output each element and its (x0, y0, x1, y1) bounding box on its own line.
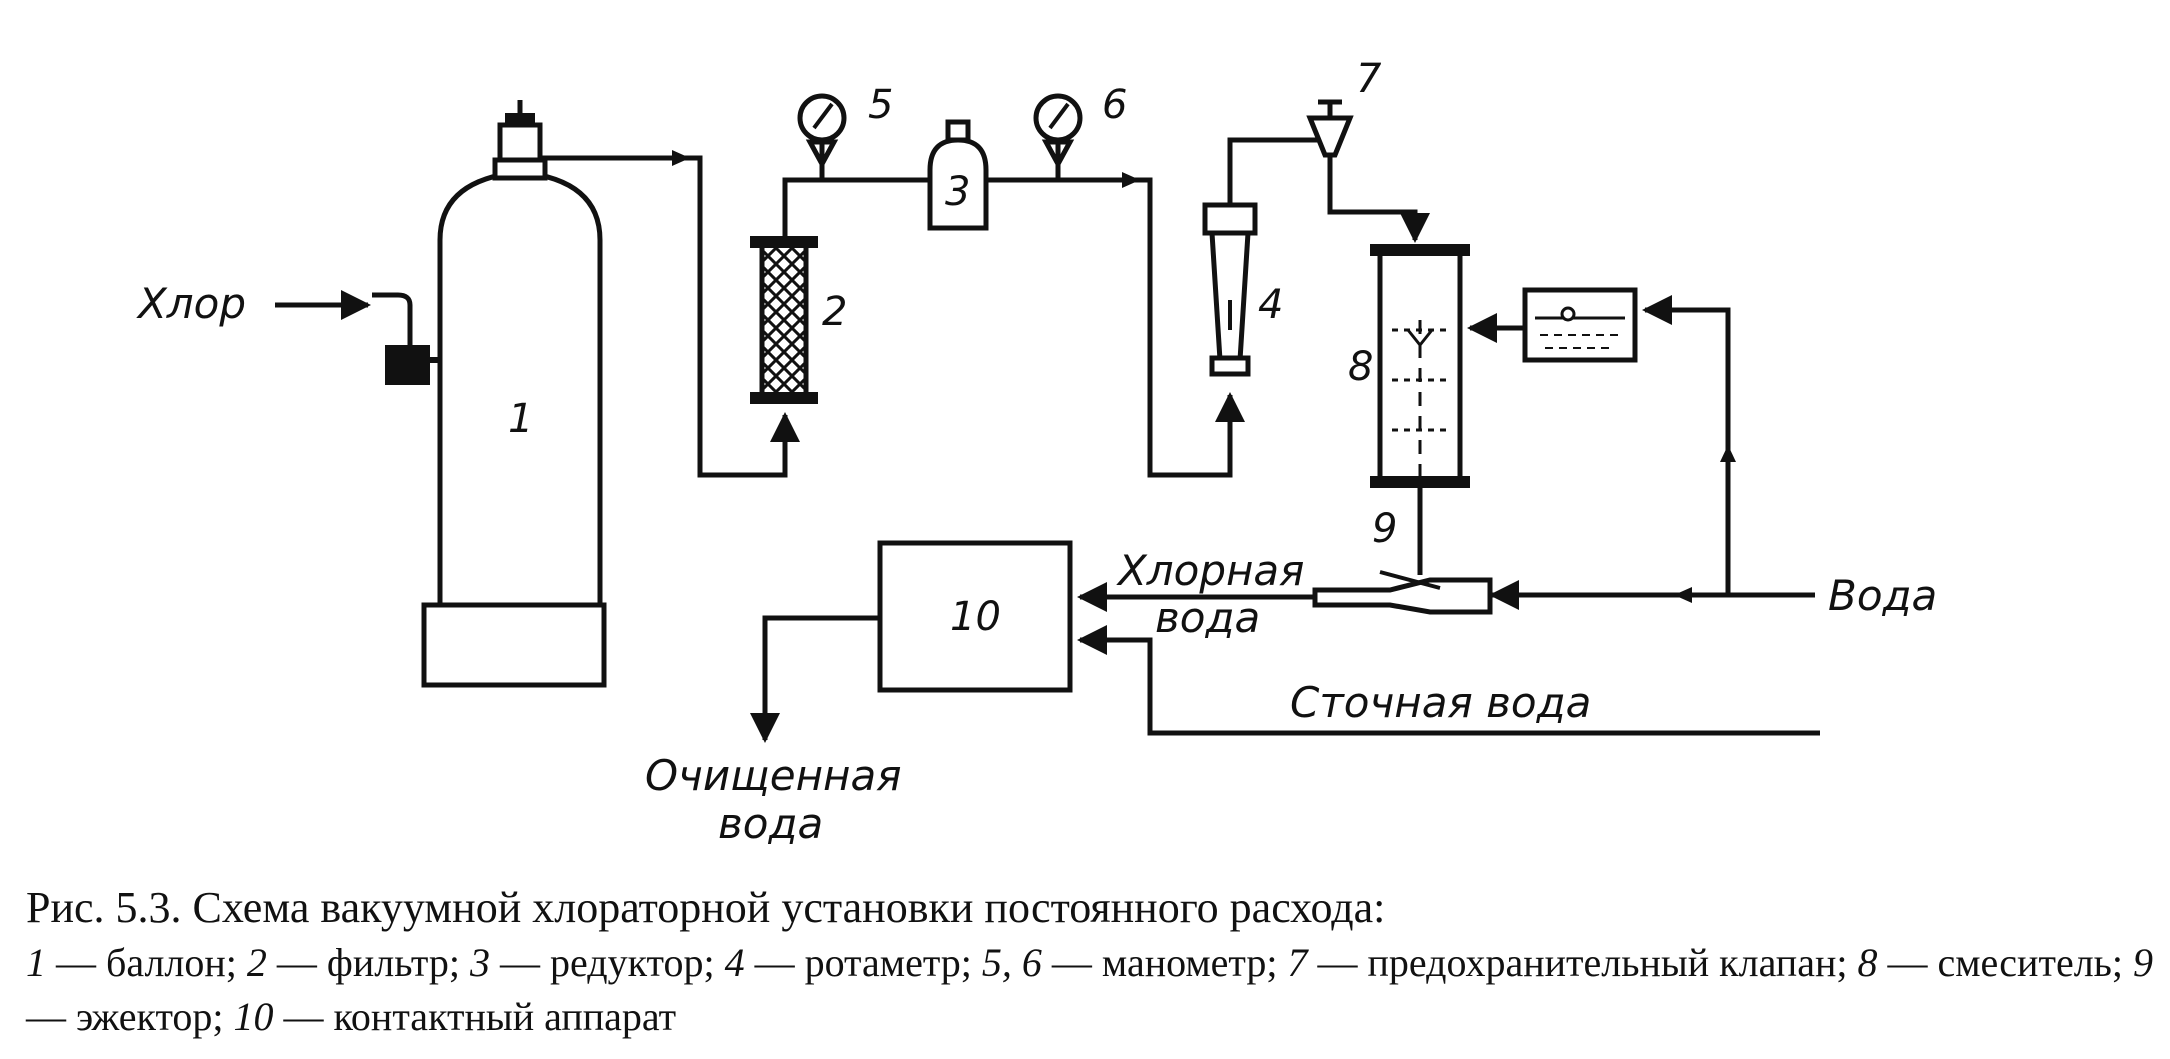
legend-item-text: — фильтр; (266, 940, 470, 985)
legend-item-text: — эжектор; (26, 994, 234, 1039)
legend-item-text: — редуктор; (490, 940, 725, 985)
legend-item-text: — манометр; (1041, 940, 1288, 985)
manometer-6 (1033, 93, 1083, 180)
label-9: 9 (1372, 506, 1397, 552)
pipe-treated-water (750, 615, 880, 743)
treated-water-label-1: Очищенная (645, 751, 902, 800)
legend-item: 2 — фильтр; (247, 940, 470, 985)
label-6: 6 (1102, 82, 1127, 128)
reducer (927, 119, 989, 231)
pipe-valve-to-mixer (1327, 155, 1430, 243)
mixer (1370, 244, 1470, 488)
rotameter (1202, 202, 1258, 377)
chlorine-water-label-1: Хлорная (1116, 546, 1304, 595)
figure-caption: Рис. 5.3. Схема вакуумной хлораторной ус… (26, 880, 2156, 1044)
legend-item: 9 — эжектор; (26, 940, 2153, 1039)
legend-item: 10 — контактный аппарат (234, 994, 677, 1039)
treated-water-label-2: вода (718, 799, 823, 848)
legend-item-text: — контактный аппарат (273, 994, 677, 1039)
ejector (1312, 570, 1493, 615)
legend-item: 7 — предохранительный клапан; (1288, 940, 1858, 985)
caption-legend: 1 — баллон; 2 — фильтр; 3 — редуктор; 4 … (26, 936, 2156, 1044)
legend-item-text: — смеситель; (1877, 940, 2134, 985)
label-7: 7 (1356, 56, 1382, 102)
water-label: Вода (1828, 571, 1937, 620)
filter (750, 236, 818, 404)
chlorination-diagram: 1 Хлор 2 5 3 6 4 (136, 56, 1937, 848)
label-5: 5 (868, 82, 893, 128)
caption-title: Рис. 5.3. Схема вакуумной хлораторной ус… (26, 883, 1386, 932)
label-2: 2 (822, 289, 847, 335)
pipe-cylinder-to-filter (540, 155, 800, 478)
legend-item-text: — предохранительный клапан; (1307, 940, 1858, 985)
legend-item: 4 — ротаметр; (725, 940, 982, 985)
legend-item-number: 7 (1287, 940, 1308, 985)
pipe-water-to-tank (1642, 295, 1731, 595)
manometer-5 (797, 93, 847, 180)
legend-item-number: 8 (1857, 940, 1878, 985)
legend-item-text: — баллон; (46, 940, 247, 985)
pipe-rotameter-to-valve (1227, 137, 1318, 205)
pipe-waste-water (1077, 625, 1820, 736)
legend-item-number: 3 (470, 940, 490, 985)
pipe-filter-to-rotameter (782, 177, 1245, 478)
label-8: 8 (1348, 344, 1373, 390)
legend-item-number: 10 (233, 994, 274, 1039)
label-4: 4 (1258, 282, 1283, 328)
legend-item: 1 — баллон; (26, 940, 247, 985)
legend-item-number: 4 (724, 940, 745, 985)
label-10: 10 (950, 594, 1001, 640)
legend-item: 8 — смеситель; (1857, 940, 2133, 985)
cylinder (372, 100, 607, 688)
safety-valve (1306, 99, 1354, 158)
label-1: 1 (508, 396, 533, 442)
level-tank (1522, 287, 1638, 363)
legend-item-number: 5, 6 (981, 940, 1042, 985)
chlorine-water-label-2: вода (1155, 593, 1260, 642)
legend-item: 3 — редуктор; (470, 940, 725, 985)
waste-water-label: Сточная вода (1290, 678, 1591, 727)
legend-item-text: — ротаметр; (744, 940, 982, 985)
chlorine-label: Хлор (136, 279, 246, 328)
legend-item-number: 2 (246, 940, 267, 985)
legend-item: 5, 6 — манометр; (982, 940, 1288, 985)
label-3: 3 (945, 169, 970, 215)
legend-item-number: 9 (2133, 940, 2154, 985)
legend-item-number: 1 (26, 940, 46, 985)
